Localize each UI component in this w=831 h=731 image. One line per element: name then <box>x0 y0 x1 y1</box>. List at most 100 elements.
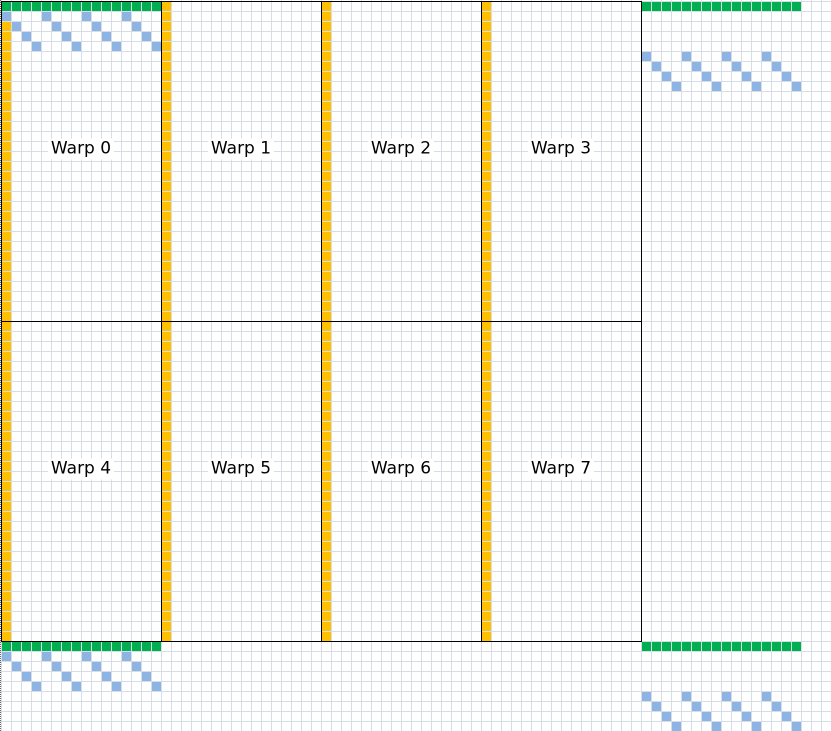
column-strip-cell <box>482 62 491 71</box>
row-strip-cell <box>732 642 741 651</box>
column-strip-cell <box>322 572 331 581</box>
row-strip-cell <box>662 642 671 651</box>
row-strip-cell <box>782 2 791 11</box>
column-strip-cell <box>482 52 491 61</box>
diagonal-cell <box>792 82 801 91</box>
diagonal-cell <box>152 42 161 51</box>
column-strip-cell <box>322 502 331 511</box>
row-strip-cell <box>792 642 801 651</box>
column-strip-cell <box>162 172 171 181</box>
column-strip-cell <box>2 522 11 531</box>
column-strip-cell <box>2 252 11 261</box>
column-strip-cell <box>162 192 171 201</box>
row-strip-cell <box>712 642 721 651</box>
row-strip-cell <box>42 642 51 651</box>
column-strip-cell <box>482 152 491 161</box>
row-strip-cell <box>122 642 131 651</box>
diagonal-cell <box>732 702 741 711</box>
diagonal-cell <box>62 32 71 41</box>
column-strip-cell <box>162 242 171 251</box>
row-strip-cell <box>702 2 711 11</box>
column-strip-cell <box>162 322 171 331</box>
row-strip-cell <box>102 2 111 11</box>
column-strip-cell <box>2 442 11 451</box>
column-strip-cell <box>162 302 171 311</box>
column-strip-cell <box>322 412 331 421</box>
column-strip-cell <box>322 552 331 561</box>
column-strip-cell <box>482 552 491 561</box>
row-strip-cell <box>782 642 791 651</box>
column-strip-cell <box>322 612 331 621</box>
column-strip-cell <box>2 532 11 541</box>
column-strip-cell <box>482 132 491 141</box>
column-strip-cell <box>322 632 331 641</box>
row-strip-cell <box>722 642 731 651</box>
column-strip-cell <box>2 432 11 441</box>
column-strip-cell <box>2 512 11 521</box>
column-strip-cell <box>162 622 171 631</box>
column-strip-cell <box>322 172 331 181</box>
row-strip-cell <box>772 2 781 11</box>
row-strip-cell <box>92 2 101 11</box>
column-strip-cell <box>482 362 491 371</box>
row-strip-cell <box>772 642 781 651</box>
row-strip-cell <box>132 2 141 11</box>
column-strip-cell <box>482 272 491 281</box>
column-strip-cell <box>162 552 171 561</box>
diagonal-cell <box>52 662 61 671</box>
column-strip-cell <box>2 172 11 181</box>
row-strip-cell <box>142 2 151 11</box>
column-strip-cell <box>482 212 491 221</box>
column-strip-cell <box>482 592 491 601</box>
column-strip-cell <box>162 382 171 391</box>
diagonal-cell <box>662 712 671 721</box>
column-strip-cell <box>322 452 331 461</box>
column-strip-cell <box>322 52 331 61</box>
column-strip-cell <box>2 402 11 411</box>
column-strip-cell <box>2 482 11 491</box>
column-strip-cell <box>482 162 491 171</box>
diagonal-cell <box>132 662 141 671</box>
column-strip-cell <box>482 352 491 361</box>
column-strip-cell <box>2 282 11 291</box>
column-strip-cell <box>162 152 171 161</box>
diagonal-cell <box>142 32 151 41</box>
column-strip-cell <box>482 522 491 531</box>
column-strip-cell <box>482 452 491 461</box>
column-strip-cell <box>482 622 491 631</box>
column-strip-cell <box>2 42 11 51</box>
diagonal-cell <box>672 722 681 731</box>
row-strip-cell <box>2 642 11 651</box>
column-strip-cell <box>482 462 491 471</box>
row-strip-cell <box>722 2 731 11</box>
diagonal-cell <box>702 712 711 721</box>
diagonal-cell <box>732 62 741 71</box>
column-strip-cell <box>322 472 331 481</box>
column-strip-cell <box>322 442 331 451</box>
column-strip-cell <box>162 32 171 41</box>
row-strip-cell <box>682 2 691 11</box>
diagonal-cell <box>662 72 671 81</box>
column-strip-cell <box>322 522 331 531</box>
column-strip-cell <box>322 82 331 91</box>
column-strip-cell <box>2 462 11 471</box>
diagonal-cell <box>722 692 731 701</box>
column-strip-cell <box>482 242 491 251</box>
diagonal-cell <box>742 72 751 81</box>
column-strip-cell <box>162 342 171 351</box>
warp-block-2 <box>321 1 482 322</box>
row-strip-cell <box>682 642 691 651</box>
column-strip-cell <box>2 142 11 151</box>
diagonal-cell <box>92 662 101 671</box>
diagonal-cell <box>712 722 721 731</box>
diagonal-cell <box>722 52 731 61</box>
column-strip-cell <box>162 82 171 91</box>
column-strip-cell <box>482 382 491 391</box>
column-strip-cell <box>162 62 171 71</box>
row-strip-cell <box>42 2 51 11</box>
column-strip-cell <box>482 22 491 31</box>
column-strip-cell <box>482 92 491 101</box>
column-strip-cell <box>2 572 11 581</box>
column-strip-cell <box>322 302 331 311</box>
